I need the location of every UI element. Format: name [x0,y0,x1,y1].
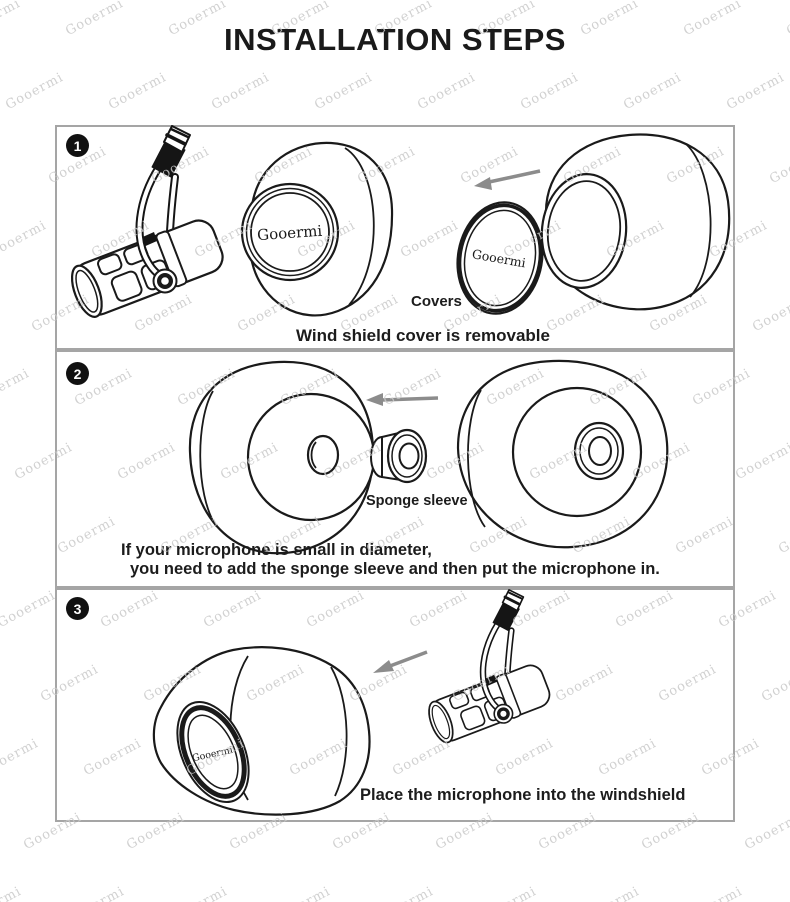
step-3-panel [55,588,735,822]
windshield-drawing-step3: Gooermi [152,646,371,816]
open-windshield-drawing-step1 [540,133,731,311]
step-2-caption-line-1: If your microphone is small in diameter, [121,541,432,559]
step-3-caption: Place the microphone into the windshield [360,786,686,804]
windshield-with-sleeve-drawing-step2 [456,359,669,549]
insert-arrow-step2 [366,393,439,406]
step-1-panel [55,125,735,350]
windshield-with-cover-drawing: Gooermi [240,141,394,317]
sponge-sleeve-drawing [370,428,428,484]
removal-arrow-step1 [474,169,541,190]
windshield-brand-text-step1: Gooermi [257,222,323,245]
covers-label: Covers [411,293,462,310]
windshield-empty-drawing-step2 [188,360,376,555]
step-2-panel [55,350,735,588]
microphone-drawing-step3 [424,590,554,747]
step-2-number-badge: 2 [66,362,89,385]
page-title: INSTALLATION STEPS [224,22,566,57]
step-1-number-badge: 1 [66,134,89,157]
step-2-caption-line-2: you need to add the sponge sleeve and th… [130,560,660,578]
step-3-number-badge: 3 [66,597,89,620]
sponge-sleeve-label: Sponge sleeve [366,493,468,509]
microphone-drawing-step1 [66,126,228,322]
place-arrow-step3 [373,650,428,673]
step-1-caption: Wind shield cover is removable [296,326,550,345]
cover-disc-drawing: Gooermi [456,201,544,315]
